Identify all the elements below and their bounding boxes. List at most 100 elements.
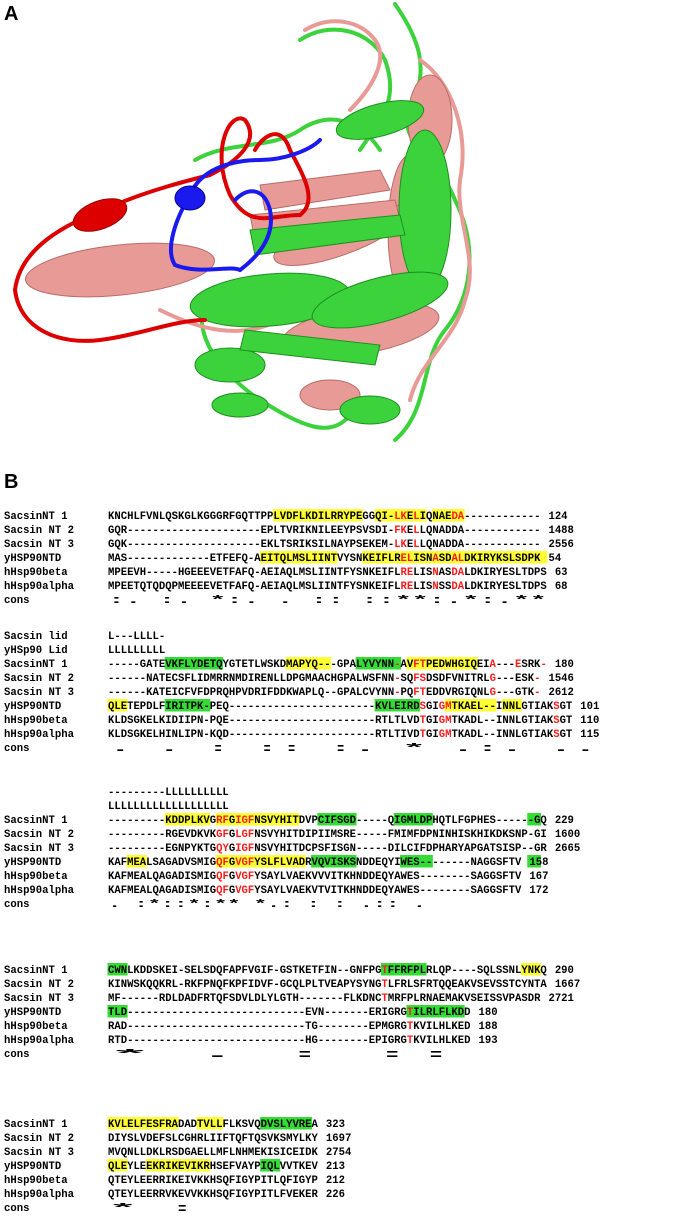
sequence-name: SacsinNT 1 [4,659,68,671]
sequence-row: KAFMEALSAGADVSMIGQFGVGFYSLFLVADRVQVISKSN… [108,857,522,869]
sequence-name: Sacsin NT 3 [4,993,74,1005]
sequence-row: RTD----------------------------HG-------… [108,1035,471,1047]
panel-label-b: B [4,471,19,493]
sequence-name: SacsinNT 1 [4,965,68,977]
sequence-row: CWNLKDDSKEI-SELSDQFAPFVGIF-GSTKETFIN--GN… [108,965,547,977]
helix-highlight [215,813,262,826]
sequence-row: KAFMEALQAGADISMIGQFGVGFYSAYLVAEKVTVITKHN… [108,885,522,897]
helix-highlight [107,1159,128,1172]
residue-count: 110 [580,715,599,727]
residue-count: 229 [555,815,574,827]
sequence-name: yHSP90NTD [4,701,61,713]
strand-highlight [527,813,541,826]
helix-highlight [215,855,262,868]
helix-highlight [260,855,306,868]
sequence-name: yHSP90NTD [4,553,61,565]
lid-annotation: LLLLLLLLLLLLLLLLLLL [108,801,229,813]
sequence-row: ------NATECSFLIDMRRNMDIRENLLDPGMAACHGPAL… [108,673,540,685]
residue-count: 2665 [555,843,580,855]
residue-count: 323 [326,1119,345,1131]
sequence-name: Sacsin NT 3 [4,843,74,855]
sequence-row: ------KATEICFVFDPRQHPVDRIFDDKWAPLQ--GPAL… [108,687,540,699]
sequence-row: QTEYLEERRVKEVVKKHSQFIGYPITLFVEKER [108,1189,319,1201]
lid-label: yHSp90 Lid [4,645,68,657]
strand-highlight [355,657,402,670]
panel-label-a: A [4,3,19,25]
strand-highlight [311,855,357,868]
sequence-row: * : [108,1203,197,1215]
sequence-name: cons [4,899,29,911]
sequence-name: hHsp90beta [4,567,68,579]
sequence-row: :. :. *:. . :: ::**:.*:.** [108,595,547,607]
sequence-name: Sacsin NT 2 [4,673,74,685]
lid-annotation: L---LLLL- [108,631,165,643]
sequence-row: ---------RGEVDKVKGFGLGFNSVYHITDIPIIMSRE-… [108,829,547,841]
helix-highlight [406,657,478,670]
sequence-name: cons [4,595,29,607]
residue-count: 2721 [548,993,573,1005]
sequence-row: MF------RDLDADFRTQFSDVLDLYLGTH-------FLK… [108,993,541,1005]
sequence-name: Sacsin NT 3 [4,1147,74,1159]
strand-highlight [164,657,223,670]
helix-highlight [196,1117,223,1130]
helix-highlight [260,551,338,564]
sequence-name: Sacsin NT 2 [4,525,74,537]
sequence-row: MPEEVH-----HGEEEVETFAFQ-AEIAQLMSLIINTFYS… [108,567,547,579]
sequence-name: hHsp90beta [4,871,68,883]
strand-highlight [260,1159,281,1172]
residue-count: 2612 [548,687,573,699]
sequence-name: Sacsin NT 3 [4,539,74,551]
sequence-row: QTEYLEERRIKEIVKKHSQFIGYPITLQFIGYP [108,1175,318,1187]
sequence-row: MAS-------------ETFEFQ-AEITQLMSLIINTVYSN… [108,553,541,565]
sequence-name: hHsp90beta [4,1021,68,1033]
sequence-row: . :*::*:** *.: : : .:: . [108,899,426,911]
residue-count: 101 [580,701,599,713]
residue-count: 188 [479,1021,498,1033]
sequence-row: DIYSLVDEFSLCGHRLIIFTQFTQSVKSMYLKY [108,1133,319,1145]
strand-highlight [164,699,211,712]
residue-count: 158 [529,857,548,869]
strand-highlight [260,1117,313,1130]
strand-highlight [400,855,433,868]
sequence-name: SacsinNT 1 [4,1119,68,1131]
sequence-row: GQK---------------------EKLTSRIKSILNAYPS… [108,539,541,551]
helix-highlight [444,699,497,712]
residue-count: 1546 [548,673,573,685]
sequence-row: KVLELFESFRADADTVLLFLKSVQDVSLYVREA [108,1119,319,1131]
residue-count: 2556 [548,539,573,551]
sequence-name: yHSP90NTD [4,857,61,869]
helix-highlight [272,509,363,522]
helix-highlight [285,657,332,670]
sequence-name: Sacsin NT 2 [4,979,74,991]
residue-count: 212 [326,1175,345,1187]
sequence-row: ---------KDDPLKVGRFGIGFNSVYHITDVPCIFSGD-… [108,815,547,827]
sequence-row: KINWSKQQKRL-RKFPNQFKPFIDVF-GCQLPLTVEAPYS… [108,979,547,991]
helix-highlight [145,1159,211,1172]
sequence-row: KLDSGKELKIDIIPN-PQE---------------------… [108,715,573,727]
residue-count: 290 [555,965,574,977]
sequence-name: hHsp90alpha [4,885,75,897]
sequence-row: * . : :: [108,1049,458,1061]
helix-highlight [520,963,541,976]
strand-highlight [380,963,427,976]
sequence-row: MPEETQTQDQPMEEEEVETFAFQ-AEIAQLMSLIINTFYS… [108,581,547,593]
strand-highlight [374,699,421,712]
sequence-row: QLEYLEEKRIKEVIKRHSEFVAYPIQLVVTKEV [108,1161,319,1173]
sequence-name: hHsp90alpha [4,1035,75,1047]
sequence-row: RAD----------------------------TG-------… [108,1021,471,1033]
sequence-name: cons [4,1049,29,1061]
sequence-name: Sacsin NT 2 [4,829,74,841]
helix-highlight [374,509,427,522]
sequence-row: -----GATEVKFLYDETQYGTETLWSKDMAPYQ---GPAL… [108,659,547,671]
lid-annotation: LLLLLLLLL [108,645,165,657]
strand-highlight [107,1005,128,1018]
helix-highlight [126,855,147,868]
helix-highlight [431,509,465,522]
strand-highlight [406,1005,465,1018]
sequence-name: hHsp90alpha [4,729,75,741]
residue-count: 193 [479,1035,498,1047]
residue-count: 172 [529,885,548,897]
sequence-row: KAFMEALQAGADISMIGQFGVGFYSAYLVAEKVVVITKHN… [108,871,522,883]
residue-count: 63 [555,567,568,579]
helix-highlight [501,699,522,712]
